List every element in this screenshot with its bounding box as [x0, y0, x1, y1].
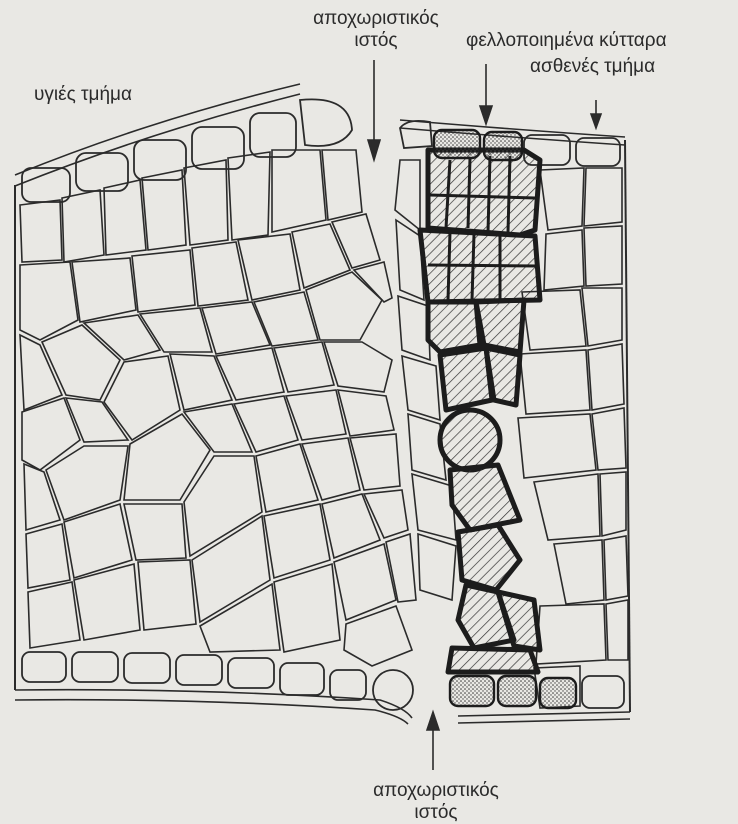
lower-epidermis-right	[582, 676, 624, 708]
healthy-part-label: υγιές τμήμα	[34, 84, 132, 105]
separating-tissue-bottom-label-line2: ιστός	[414, 802, 457, 823]
diseased-part-label: ασθενές τμήμα	[530, 56, 655, 77]
suberized-cells-label: φελλοποιημένα κύτταρα	[466, 30, 667, 51]
suberized-cells	[420, 150, 540, 672]
separating-tissue-top-label-line1: αποχωριστικός	[313, 8, 439, 29]
mesophyll-cells-left	[20, 150, 416, 666]
separating-tissue-bottom-label-line1: αποχωριστικός	[373, 780, 499, 801]
separating-tissue-top-label-line2: ιστός	[354, 30, 397, 51]
